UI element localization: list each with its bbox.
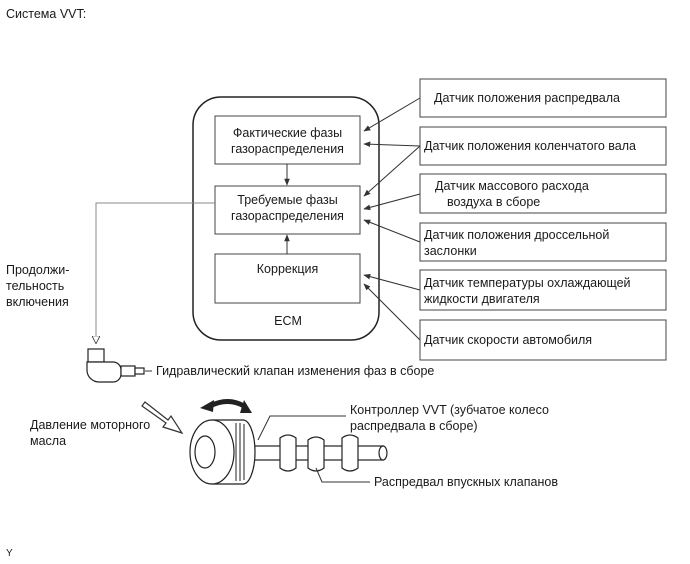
ecm-label: ECM — [274, 314, 302, 328]
sensor-box-6 — [419, 319, 667, 361]
valve-label: Гидравлический клапан изменения фаз в сб… — [156, 364, 435, 378]
camshaft-leader-line — [315, 467, 370, 483]
sensor-box-2 — [419, 126, 667, 166]
camshaft-icon — [189, 419, 388, 485]
correction-block — [214, 253, 361, 304]
sensor-arrow-6 — [363, 283, 421, 341]
sensor-arrow-1 — [363, 97, 421, 132]
rotation-arrow-icon — [200, 399, 252, 413]
correction-label: Коррекция — [256, 262, 319, 276]
sensor-arrow-2b — [363, 145, 421, 197]
duty-output-line — [96, 202, 215, 343]
actual-phase-block — [214, 115, 361, 165]
sensor-arrow-4 — [363, 219, 421, 243]
sensor-box-4 — [419, 222, 667, 262]
sensor-label-2: Датчик положения коленчатого вала — [424, 139, 637, 153]
gear-teeth — [235, 423, 245, 481]
sensor-arrow-5 — [363, 273, 421, 291]
oil-pressure-arrow-icon — [141, 401, 184, 435]
page-title: Система VVT: — [6, 7, 87, 21]
sensor-label-6: Датчик скорости автомобиля — [424, 333, 593, 347]
controller-leader-line — [257, 415, 346, 441]
sensor-box-5 — [419, 269, 667, 311]
solenoid-valve-icon — [86, 348, 145, 383]
sensor-label-1: Датчик положения распредвала — [434, 91, 620, 105]
sensor-box-3 — [419, 173, 667, 214]
target-phase-block — [214, 185, 361, 235]
sensor-arrow-3 — [363, 193, 421, 211]
sensor-arrow-2a — [363, 141, 421, 148]
camshaft-label: Распредвал впускных клапанов — [374, 475, 558, 489]
footer-mark: Y — [6, 548, 13, 559]
